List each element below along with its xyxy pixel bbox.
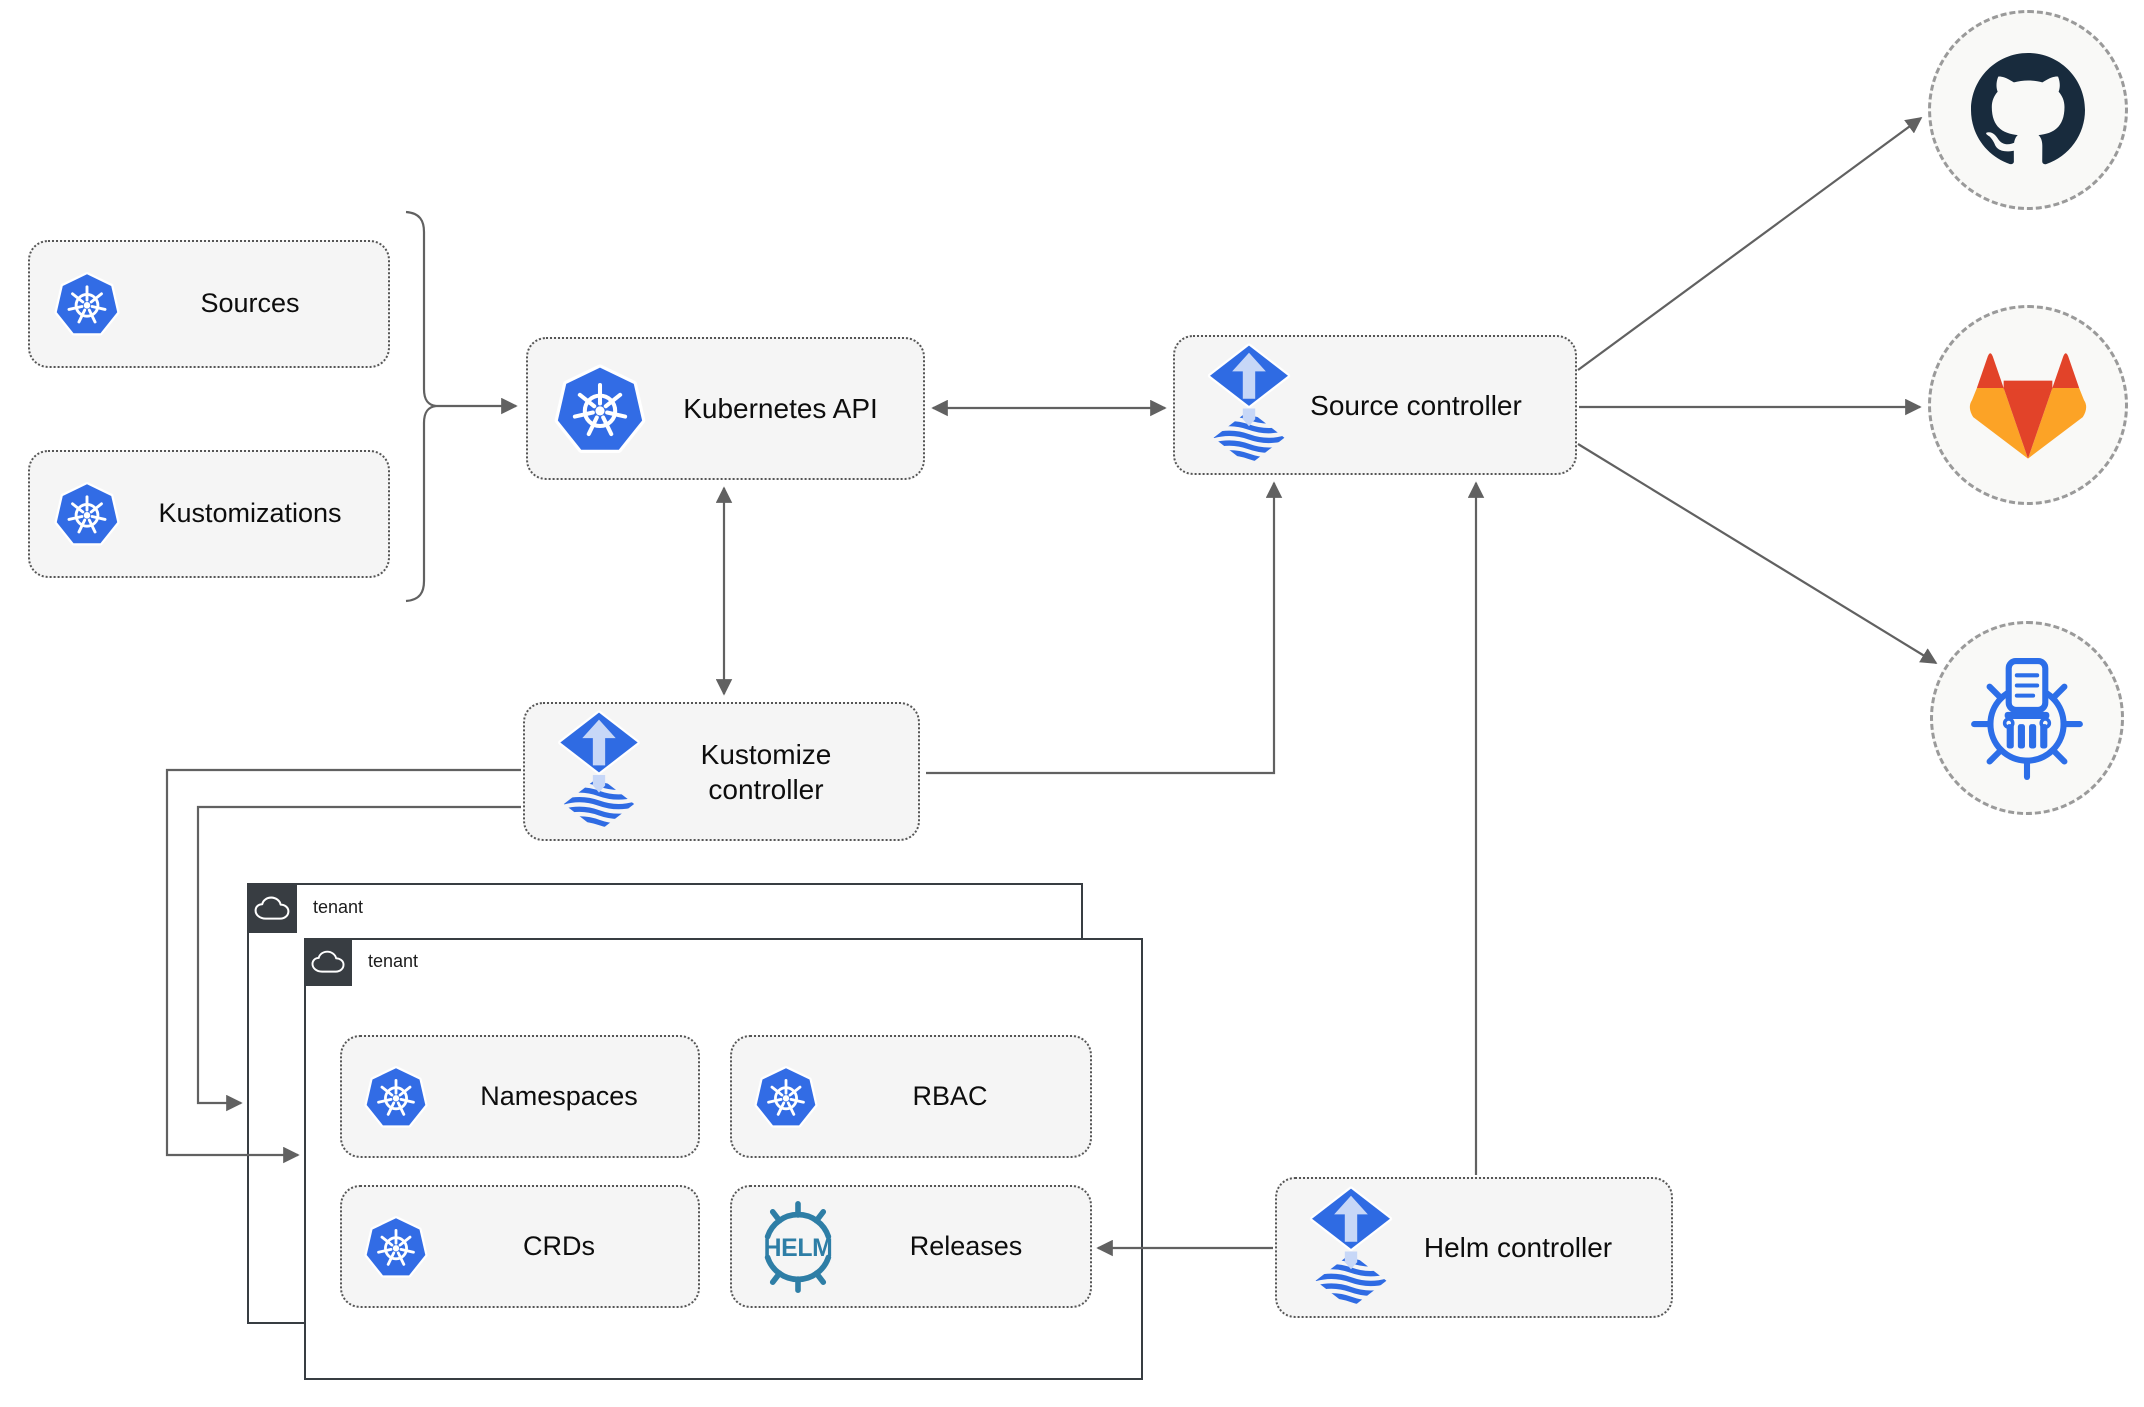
cloud-icon: [304, 938, 352, 986]
chartmuseum-icon: [1966, 655, 2088, 781]
node-label: Releases: [909, 1230, 1023, 1261]
flux-icon: [553, 710, 645, 833]
node-label: Kustomize controller: [700, 738, 832, 805]
node-label: CRDs: [523, 1230, 595, 1261]
node-releases: HELM Releases: [730, 1185, 1092, 1308]
cloud-icon: [247, 883, 297, 933]
node-crds: CRDs: [340, 1185, 700, 1308]
github-icon: [1971, 53, 2085, 167]
external-chartmuseum: [1930, 621, 2124, 815]
node-namespaces: Namespaces: [340, 1035, 700, 1158]
kubernetes-icon: [364, 1065, 428, 1129]
node-helm-controller: Helm controller: [1275, 1177, 1673, 1318]
gitlab-icon: [1967, 349, 2089, 461]
node-label: Namespaces: [480, 1080, 638, 1111]
tenant-container-front: tenant: [304, 938, 1143, 1380]
external-github: [1928, 10, 2128, 210]
helm-logo-text: HELM: [764, 1234, 833, 1261]
edge-source-to-chartmuseum: [1577, 443, 1938, 664]
node-label: Kubernetes API: [683, 393, 878, 424]
node-rbac: RBAC: [730, 1035, 1092, 1158]
node-label: Sources: [200, 288, 300, 319]
node-kustomize-controller: Kustomize controller: [523, 702, 920, 841]
node-label: Helm controller: [1423, 1232, 1613, 1263]
kubernetes-icon: [54, 271, 120, 337]
edge-kustomize-to-source-controller: [926, 481, 1283, 775]
tenant-label: tenant: [368, 951, 419, 971]
external-gitlab: [1928, 305, 2128, 505]
bracket-sources-group: [405, 210, 437, 603]
node-label: Kustomizations: [158, 498, 342, 529]
node-source-controller: Source controller: [1173, 335, 1577, 475]
flux-icon: [1305, 1186, 1397, 1310]
node-sources: Sources: [28, 240, 390, 368]
kubernetes-icon: [554, 363, 646, 455]
flux-icon: [1203, 343, 1295, 467]
node-kustomizations: Kustomizations: [28, 450, 390, 578]
kubernetes-icon: [54, 481, 120, 547]
node-label: Source controller: [1310, 389, 1522, 421]
tenant-label: tenant: [313, 897, 364, 917]
edge-source-to-github: [1577, 117, 1923, 371]
node-label: RBAC: [912, 1080, 988, 1111]
kubernetes-icon: [754, 1065, 818, 1129]
kubernetes-icon: [364, 1215, 428, 1279]
helm-icon: HELM: [764, 1200, 833, 1293]
node-kubernetes-api: Kubernetes API: [526, 337, 925, 480]
